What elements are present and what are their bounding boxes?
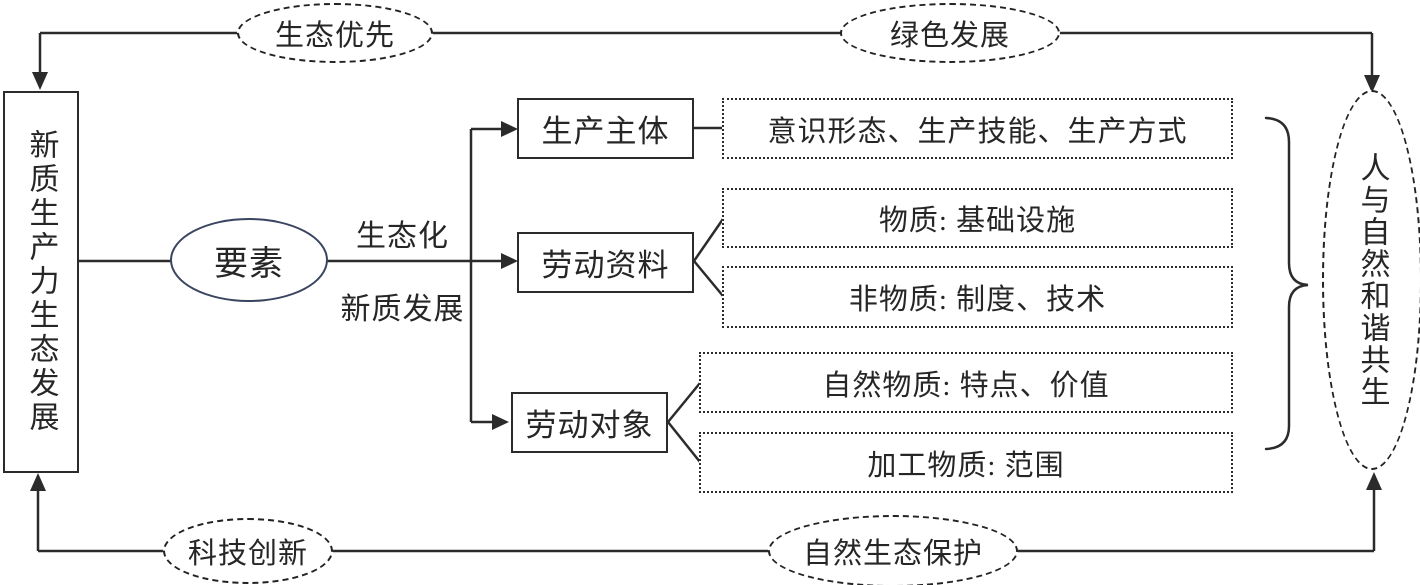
node-label: 自然生态保护: [802, 538, 983, 570]
connector-materials-to-immaterial: [693, 260, 724, 297]
detail-label: 自然物质: 特点、价值: [822, 369, 1110, 402]
edge-label-ecologization: 生态化: [356, 220, 449, 253]
detail-box-ideology-skills-modes: 意识形态、生产技能、生产方式: [722, 98, 1233, 159]
node-label: 劳动对象: [525, 408, 654, 443]
node-label: 劳动资料: [541, 248, 670, 283]
arrow-right-icon: [501, 121, 518, 137]
detail-label: 非物质: 制度、技术: [848, 284, 1107, 316]
arrow-up-icon: [30, 473, 46, 491]
node-elements: 要素: [170, 218, 328, 302]
node-natural-eco-protection: 自然生态保护: [768, 515, 1018, 585]
node-harmony-between-humanity-and-nature: 人与自然和谐共生: [1322, 90, 1420, 470]
connector-materials-to-material: [692, 218, 725, 262]
node-label: 生产主体: [541, 114, 670, 149]
detail-box-processed-material: 加工物质: 范围: [699, 432, 1233, 493]
node-production-subject: 生产主体: [517, 98, 694, 159]
arrow-right-icon: [501, 253, 518, 269]
node-labor-objects: 劳动对象: [511, 392, 668, 453]
node-label: 绿色发展: [889, 20, 1010, 52]
detail-label: 加工物质: 范围: [867, 449, 1065, 482]
node-labor-materials: 劳动资料: [517, 232, 694, 293]
node-label: 要素: [214, 245, 284, 283]
arrow-down-icon: [32, 72, 48, 90]
detail-box-material-infrastructure: 物质: 基础设施: [722, 188, 1233, 248]
node-label: 人与自然和谐共生: [1355, 152, 1389, 408]
detail-box-natural-material: 自然物质: 特点、价值: [699, 352, 1233, 413]
detail-label: 物质: 基础设施: [878, 205, 1077, 237]
connector-objects-to-processed: [667, 421, 701, 463]
node-label: 生态优先: [274, 20, 395, 52]
edge-label-new-quality-development: 新质发展: [340, 293, 465, 326]
arrow-down-icon: [1364, 75, 1380, 93]
node-new-quality-productivity: 新质生产力生态发展: [3, 91, 79, 473]
node-tech-innovation: 科技创新: [163, 518, 333, 584]
detail-label: 意识形态、生产技能、生产方式: [767, 115, 1188, 148]
node-eco-priority: 生态优先: [237, 3, 433, 63]
brace-icon: [1264, 116, 1309, 451]
node-label: 科技创新: [187, 538, 308, 570]
connector-objects-to-natural: [667, 382, 701, 423]
detail-box-immaterial-institution-technology: 非物质: 制度、技术: [722, 266, 1233, 328]
arrow-right-icon: [492, 414, 509, 430]
arrow-up-icon: [1366, 472, 1382, 490]
node-label: 新质生产力生态发展: [24, 129, 58, 435]
node-green-development: 绿色发展: [840, 3, 1060, 63]
